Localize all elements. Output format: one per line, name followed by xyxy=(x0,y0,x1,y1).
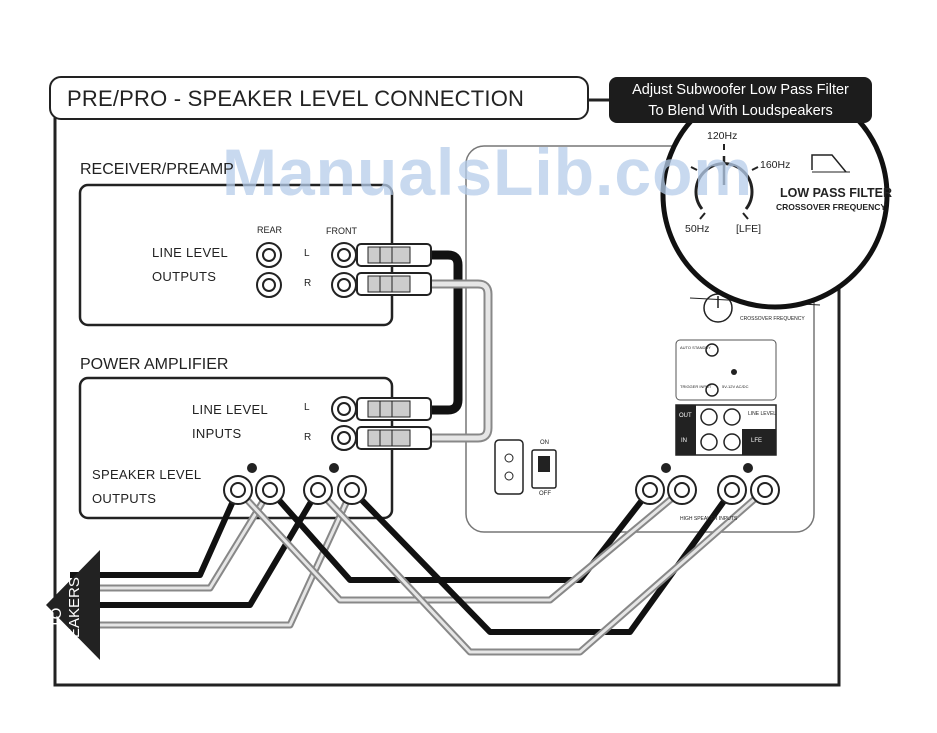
rca-plug-amp-r xyxy=(356,426,432,450)
power-inlet xyxy=(494,439,524,495)
receiver-label: RECEIVER/PREAMP xyxy=(80,161,234,178)
receiver-line-level-2: OUTPUTS xyxy=(152,269,217,284)
receiver-l-label: L xyxy=(304,248,310,259)
rca-cable-right-inner xyxy=(430,281,491,441)
amp-line-level-2: INPUTS xyxy=(192,426,242,441)
dial-160hz: 160Hz xyxy=(760,159,791,171)
trigger-jack xyxy=(705,383,719,397)
rca-plug-receiver-l xyxy=(356,243,432,267)
callout-box: Adjust Subwoofer Low Pass Filter To Blen… xyxy=(609,77,872,123)
to-speakers-arrow xyxy=(46,550,100,660)
line-level-small: LINE LEVEL xyxy=(748,411,777,417)
in-label: IN xyxy=(681,438,687,444)
amplifier-label: POWER AMPLIFIER xyxy=(80,356,229,373)
to-label: TO xyxy=(48,607,65,629)
switch-on-label: ON xyxy=(540,440,549,446)
rca-cable-left xyxy=(430,250,463,415)
switch-off-label: OFF xyxy=(539,491,551,497)
rca-plug-receiver-r xyxy=(356,272,432,296)
page-title: PRE/PRO - SPEAKER LEVEL CONNECTION xyxy=(67,86,525,111)
low-pass-title: LOW PASS FILTER xyxy=(780,186,893,200)
out-label: OUT xyxy=(679,413,692,419)
high-speaker-inputs-label: HIGH SPEAKER INPUTS xyxy=(680,516,738,522)
dial-lfe: [LFE] xyxy=(736,223,762,235)
speaker-level-1: SPEAKER LEVEL xyxy=(92,467,202,482)
speaker-level-2: OUTPUTS xyxy=(92,491,157,506)
auto-standby-label: AUTO STANDBY xyxy=(680,345,711,350)
title-box: PRE/PRO - SPEAKER LEVEL CONNECTION xyxy=(49,76,589,120)
trigger-volts-label: 5V-12V AC/DC xyxy=(722,384,749,389)
control-panel xyxy=(675,339,777,401)
speakers-label: SPEAKERS xyxy=(66,577,83,658)
low-pass-subtitle: CROSSOVER FREQUENCY xyxy=(776,202,887,212)
dial-50hz: 50Hz xyxy=(685,223,710,235)
lfe-label: LFE xyxy=(751,438,763,444)
rca-plug-amp-l xyxy=(356,397,432,421)
low-pass-icon xyxy=(811,154,847,173)
wire-amp-rl xyxy=(70,488,321,608)
callout-line-2: To Blend With Loudspeakers xyxy=(648,103,833,119)
receiver-line-level-1: LINE LEVEL xyxy=(152,245,228,260)
amp-r-label: R xyxy=(304,432,312,443)
receiver-r-label: R xyxy=(304,278,312,289)
amp-l-label: L xyxy=(304,402,310,413)
wire-amp-ll xyxy=(70,488,241,578)
dial-120hz: 120Hz xyxy=(707,130,738,142)
wire-sub-l-neg xyxy=(267,488,653,583)
amp-line-level-1: LINE LEVEL xyxy=(192,402,268,417)
trigger-input-label: TRIGGER INPUT xyxy=(680,384,712,389)
rear-label: REAR xyxy=(257,225,283,235)
to-speakers-label: TO SPEAKERS xyxy=(48,577,84,658)
auto-standby-switch xyxy=(705,343,719,357)
crossover-small-label: CROSSOVER FREQUENCY xyxy=(740,316,805,322)
callout-line-1: Adjust Subwoofer Low Pass Filter xyxy=(632,82,849,98)
watermark: ManualsLib.com xyxy=(222,135,754,209)
front-label: FRONT xyxy=(326,226,357,236)
